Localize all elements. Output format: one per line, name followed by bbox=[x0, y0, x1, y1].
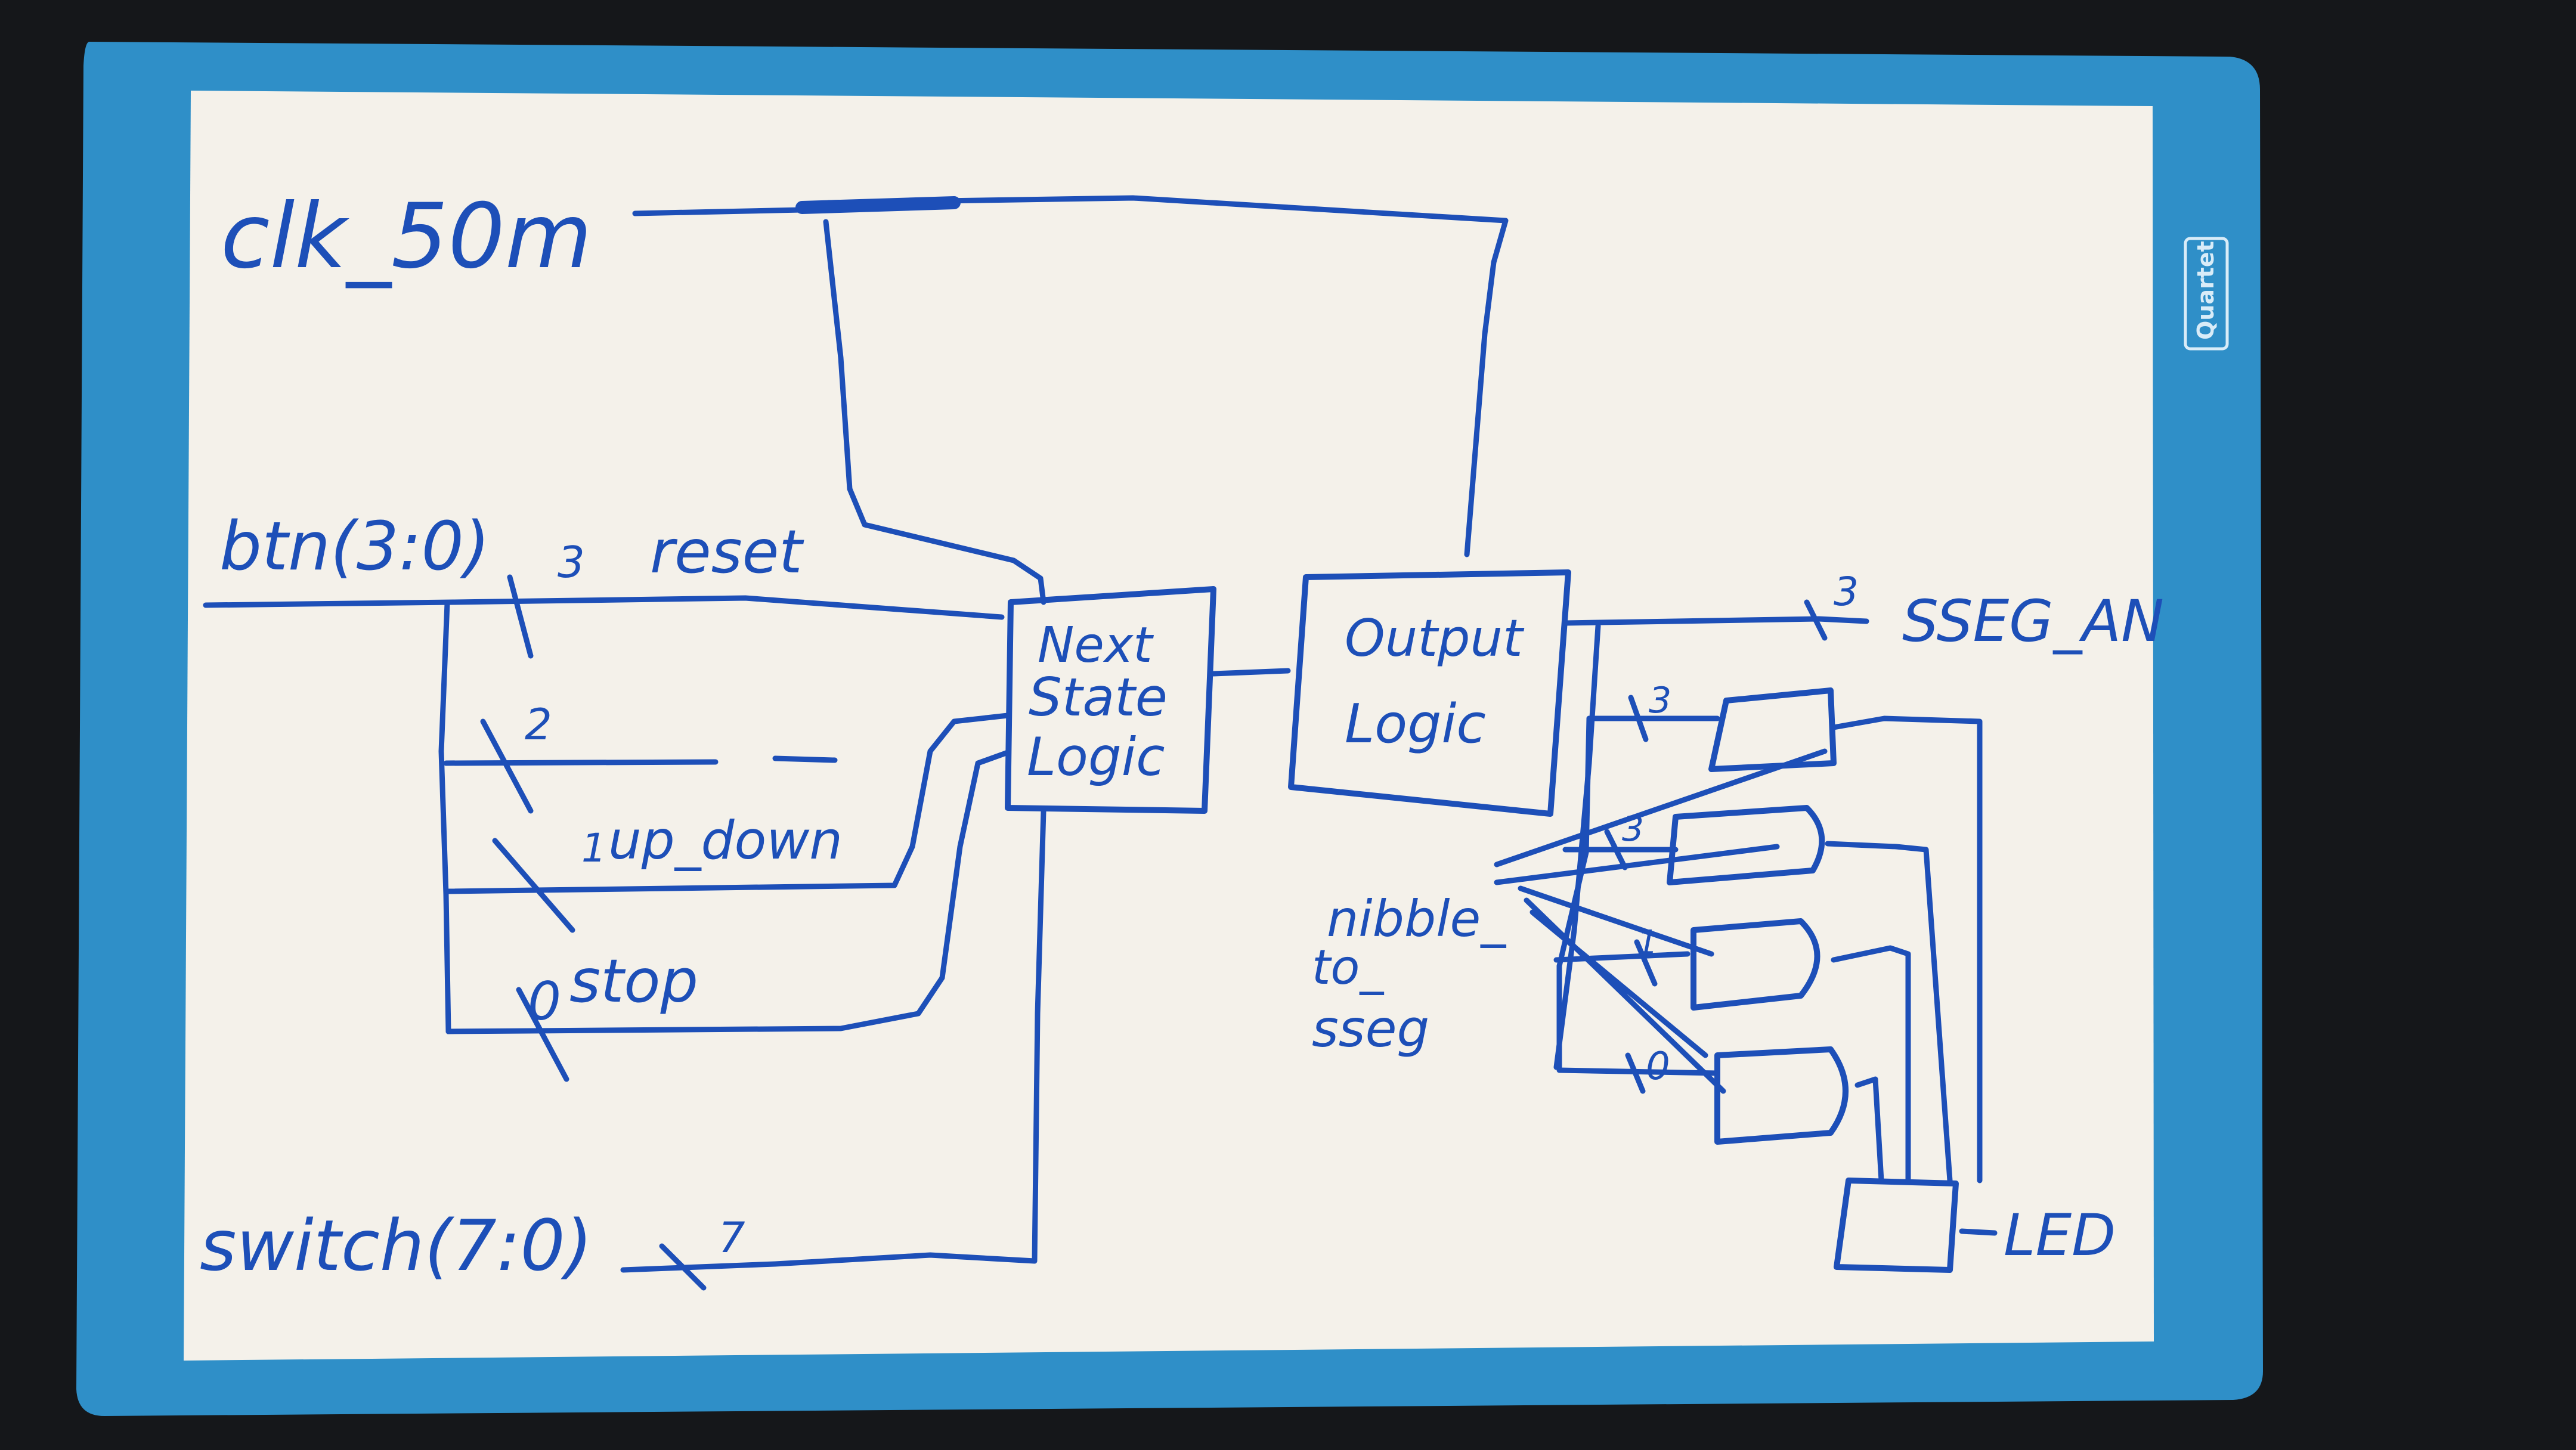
sseg-an-slash bbox=[1804, 599, 1828, 641]
led-label: LED bbox=[2004, 1202, 2116, 1269]
mux-slash-2 bbox=[1604, 829, 1628, 870]
decoder-out-1 bbox=[1831, 945, 1911, 1183]
clock-thick-segment bbox=[795, 196, 961, 214]
decoder-out-0 bbox=[1854, 1076, 1884, 1183]
btn-bit1-wire bbox=[444, 712, 1011, 894]
btn-width-0: 0 bbox=[528, 971, 561, 1032]
mux-slash-1 bbox=[1634, 939, 1658, 987]
decoder-box-0 bbox=[1714, 1046, 1849, 1145]
btn-bit2-wire bbox=[443, 755, 838, 766]
buttons-label: btn(3:0) bbox=[219, 508, 490, 585]
stop-label: stop bbox=[569, 946, 698, 1016]
led-out-wire bbox=[1959, 1228, 1998, 1236]
next-state-line-1: Next bbox=[1038, 617, 1154, 674]
sseg-an-label: SSEG_AN bbox=[1902, 588, 2164, 655]
output-line-2: Logic bbox=[1345, 693, 1486, 755]
sseg-an-wire bbox=[1562, 616, 1869, 626]
mux-bus-branch bbox=[1556, 715, 1592, 1070]
up-down-label: up_down bbox=[608, 810, 843, 871]
btn-width-3: 3 bbox=[558, 537, 585, 587]
state-to-output-wire bbox=[1210, 668, 1291, 677]
decoder-out-2 bbox=[1825, 841, 1953, 1183]
next-state-line-3: Logic bbox=[1027, 726, 1165, 788]
mux-in-0 bbox=[1556, 1067, 1720, 1076]
switches-label: switch(7:0) bbox=[200, 1204, 593, 1287]
decoder-box-1 bbox=[1690, 918, 1820, 1011]
switch-slash bbox=[659, 1243, 707, 1291]
clock-label: clk_50m bbox=[221, 185, 592, 289]
nibble-label-3: sseg bbox=[1312, 999, 1429, 1059]
next-state-logic-block bbox=[1005, 586, 1216, 814]
nibble-fan-lines bbox=[1494, 748, 1828, 1094]
mux-bus-vertical bbox=[1553, 623, 1601, 1070]
sseg-an-width: 3 bbox=[1834, 569, 1859, 615]
mux-width-0: 0 bbox=[1646, 1045, 1670, 1089]
decoder-out-3 bbox=[1831, 715, 1983, 1183]
btn-width-1: 1 bbox=[581, 825, 606, 871]
board-surface bbox=[184, 91, 2154, 1361]
decoder-box-3 bbox=[1708, 687, 1837, 772]
led-mux-block bbox=[1834, 1178, 1959, 1273]
btn-bus-vertical bbox=[438, 600, 451, 1034]
btn-width-2: 2 bbox=[525, 699, 552, 749]
clock-branch-next-state bbox=[823, 219, 1046, 605]
nibble-label-1: nibble_ bbox=[1327, 890, 1506, 948]
brand-label: Quartet bbox=[2193, 241, 2219, 340]
switch-bus-wire bbox=[620, 808, 1046, 1273]
next-state-line-2: State bbox=[1029, 667, 1168, 728]
output-logic-block bbox=[1288, 569, 1571, 817]
decoder-box-2 bbox=[1667, 805, 1825, 885]
btn-slash-0 bbox=[516, 987, 569, 1082]
output-line-1: Output bbox=[1345, 609, 1525, 668]
nibble-label-2: to_ bbox=[1312, 940, 1384, 995]
mux-slash-0 bbox=[1625, 1052, 1646, 1094]
brand-tag: Quartet bbox=[2184, 237, 2229, 351]
switch-width: 7 bbox=[719, 1213, 745, 1262]
btn-bit0-wire bbox=[445, 749, 1011, 1034]
btn-slash-2 bbox=[480, 718, 534, 814]
mux-slash-3 bbox=[1628, 695, 1649, 742]
reset-label: reset bbox=[650, 517, 804, 587]
btn-slash-3 bbox=[507, 574, 534, 659]
mux-width-3: 3 bbox=[1649, 680, 1671, 721]
btn-bus-wire bbox=[203, 595, 1005, 620]
btn-slash-1 bbox=[492, 838, 575, 933]
mux-in-1 bbox=[1553, 951, 1690, 963]
